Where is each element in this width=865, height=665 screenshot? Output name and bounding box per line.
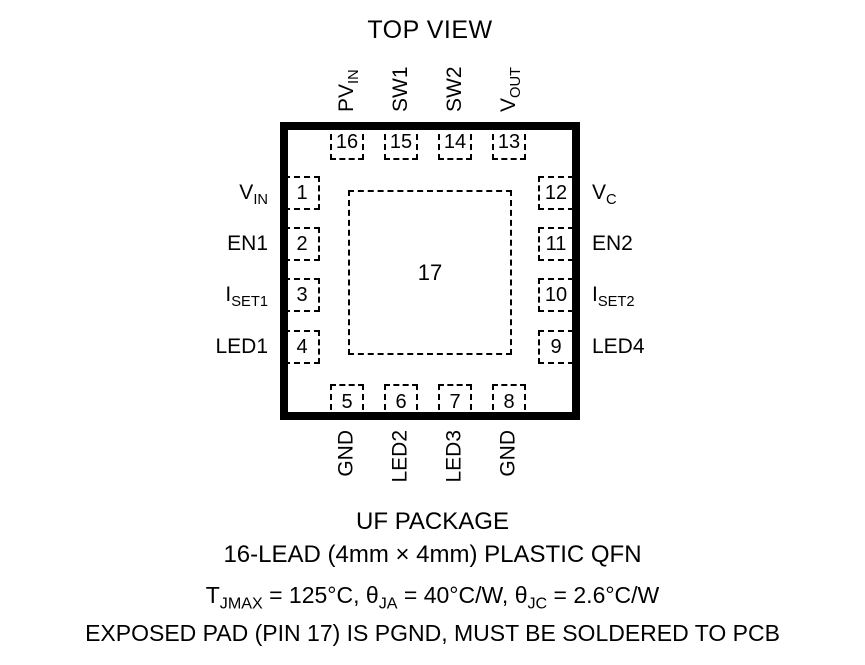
package-outline [280, 122, 580, 420]
pin-10-box: 10 [538, 278, 574, 312]
pin-12-number: 12 [544, 181, 568, 204]
pin-8-label: GND [497, 430, 520, 477]
pin-2-box: 2 [284, 227, 320, 261]
exposed-pad: 17 [348, 190, 512, 355]
pin-11-number: 11 [545, 232, 567, 255]
pin-2-label: EN1 [227, 232, 268, 255]
pin-16-label: PVIN [335, 69, 363, 112]
pin-14-box: 14 [438, 124, 472, 160]
pin-16-box: 16 [330, 124, 364, 160]
pin-3-label: ISET1 [225, 283, 268, 311]
pin-4-number: 4 [296, 335, 308, 358]
pin-13-number: 13 [497, 130, 521, 153]
pin-13-box: 13 [492, 124, 526, 160]
pin-15-label: SW1 [389, 66, 412, 112]
pin-9-label: LED4 [592, 335, 645, 358]
pin-13-label: VOUT [497, 66, 525, 112]
lead-info: 16-LEAD (4mm × 4mm) PLASTIC QFN [223, 541, 642, 568]
pin-1-box: 1 [284, 176, 320, 210]
pin-4-box: 4 [284, 330, 320, 364]
pin-3-number: 3 [296, 283, 308, 306]
pin-8-number: 8 [503, 390, 515, 413]
pin-15-number: 15 [389, 130, 413, 153]
pin-5-number: 5 [341, 390, 353, 413]
pin-12-box: 12 [538, 176, 574, 210]
pin-11-box: 11 [538, 227, 574, 261]
pin-4-label: LED1 [215, 335, 268, 358]
pin-8-box: 8 [492, 384, 526, 420]
exposed-pad-number: 17 [417, 259, 443, 285]
pin-1-label: VIN [239, 181, 268, 209]
pin-15-box: 15 [384, 124, 418, 160]
pin-10-number: 10 [544, 283, 568, 306]
exposed-pad-note: EXPOSED PAD (PIN 17) IS PGND, MUST BE SO… [85, 620, 780, 646]
pin-9-box: 9 [538, 330, 574, 364]
pin-14-label: SW2 [443, 66, 466, 112]
pin-6-label: LED2 [389, 430, 412, 483]
top-view-title: TOP VIEW [367, 16, 493, 44]
pin-3-box: 3 [284, 278, 320, 312]
pin-1-number: 1 [296, 181, 308, 204]
pin-5-label: GND [335, 430, 358, 477]
pin-9-number: 9 [550, 335, 562, 358]
package-name: UF PACKAGE [356, 508, 509, 535]
pin-12-label: VC [592, 181, 617, 209]
pin-6-box: 6 [384, 384, 418, 420]
pin-10-label: ISET2 [592, 283, 635, 311]
pin-2-number: 2 [296, 232, 308, 255]
pin-7-box: 7 [438, 384, 472, 420]
thermal-specs: TJMAX = 125°C, θJA = 40°C/W, θJC = 2.6°C… [205, 582, 660, 613]
pin-7-number: 7 [449, 390, 461, 413]
pin-7-label: LED3 [443, 430, 466, 483]
pin-14-number: 14 [443, 130, 467, 153]
pin-16-number: 16 [335, 130, 359, 153]
pin-5-box: 5 [330, 384, 364, 420]
pin-11-label: EN2 [592, 232, 633, 255]
pin-6-number: 6 [395, 390, 407, 413]
